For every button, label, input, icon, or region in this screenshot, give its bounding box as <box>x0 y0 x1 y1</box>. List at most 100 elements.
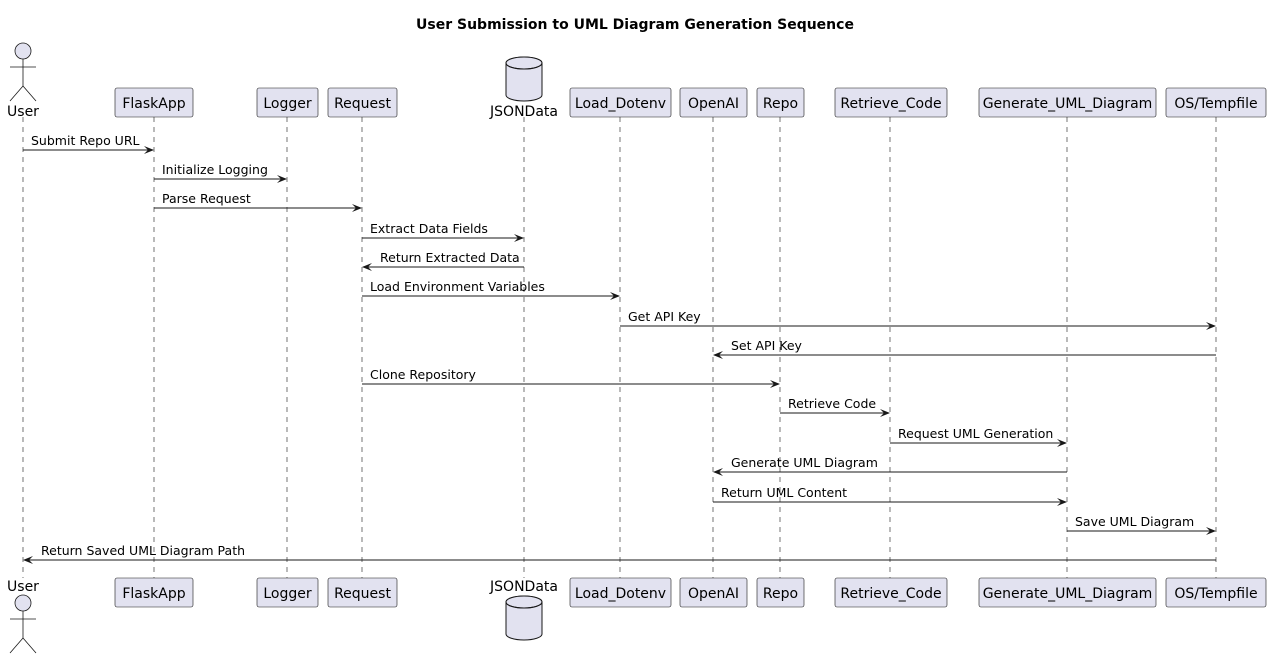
participant-box <box>834 87 948 118</box>
participant-logger-top: Logger <box>256 87 319 118</box>
message-label: Load Environment Variables <box>370 279 545 294</box>
message-label: Return Saved UML Diagram Path <box>41 543 245 558</box>
participant-box <box>679 577 748 608</box>
arrowhead <box>770 380 780 388</box>
message-label: Save UML Diagram <box>1075 514 1194 529</box>
participant-box <box>569 87 672 118</box>
message-11: Request UML Generation <box>890 426 1067 447</box>
participant-label: Load_Dotenv <box>575 96 666 112</box>
participant-label: Logger <box>263 96 312 112</box>
actor-icon <box>9 594 37 654</box>
participant-generate_uml-bottom: Generate_UML_Diagram <box>978 577 1157 608</box>
arrowhead <box>610 292 620 300</box>
message-10: Retrieve Code <box>780 396 890 417</box>
arrowhead <box>514 234 524 242</box>
message-14: Save UML Diagram <box>1067 514 1216 535</box>
arrowhead <box>277 175 287 183</box>
database-icon <box>505 595 543 641</box>
participant-flaskapp-bottom: FlaskApp <box>114 577 194 608</box>
message-label: Generate UML Diagram <box>731 455 878 470</box>
message-5: Return Extracted Data <box>362 250 524 271</box>
participant-label: OpenAI <box>688 586 739 602</box>
arrowhead <box>713 351 723 359</box>
arrowhead <box>352 204 362 212</box>
arrowhead <box>144 146 154 154</box>
participant-label: Request <box>334 586 391 602</box>
participant-label: User <box>7 579 39 595</box>
participant-request-bottom: Request <box>327 577 398 608</box>
participant-label: Logger <box>263 586 312 602</box>
participant-retrieve_code-bottom: Retrieve_Code <box>834 577 948 608</box>
participant-repo-bottom: Repo <box>756 577 805 608</box>
participant-user-top: User <box>7 42 39 120</box>
participants: UserUserFlaskAppFlaskAppLoggerLoggerRequ… <box>7 42 1267 654</box>
message-8: Set API Key <box>713 338 1216 359</box>
participant-box <box>1165 577 1267 608</box>
participant-box <box>327 87 398 118</box>
participant-jsondata-top: JSONData <box>489 56 558 120</box>
message-6: Load Environment Variables <box>362 279 620 300</box>
participant-box <box>679 87 748 118</box>
participant-label: OS/Tempfile <box>1174 586 1257 602</box>
participant-label: Request <box>334 96 391 112</box>
diagram-title: User Submission to UML Diagram Generatio… <box>416 17 854 33</box>
participant-load_dotenv-top: Load_Dotenv <box>569 87 672 118</box>
message-4: Extract Data Fields <box>362 221 524 242</box>
participant-box <box>256 577 319 608</box>
participant-label: Repo <box>763 96 798 112</box>
message-label: Submit Repo URL <box>31 133 140 148</box>
participant-box <box>1165 87 1267 118</box>
database-icon <box>505 56 543 102</box>
participant-box <box>756 577 805 608</box>
message-label: Clone Repository <box>370 367 477 382</box>
message-3: Parse Request <box>154 191 362 212</box>
message-label: Return UML Content <box>721 485 847 500</box>
participant-box <box>114 87 194 118</box>
participant-label: Generate_UML_Diagram <box>983 96 1153 112</box>
arrowhead <box>23 556 33 564</box>
message-9: Clone Repository <box>362 367 780 388</box>
participant-label: Retrieve_Code <box>840 586 941 602</box>
message-13: Return UML Content <box>713 485 1067 506</box>
participant-box <box>569 577 672 608</box>
message-label: Get API Key <box>628 309 701 324</box>
message-1: Submit Repo URL <box>23 133 154 154</box>
participant-flaskapp-top: FlaskApp <box>114 87 194 118</box>
arrowhead <box>880 409 890 417</box>
participant-box <box>756 87 805 118</box>
arrowhead <box>1206 322 1216 330</box>
message-12: Generate UML Diagram <box>713 455 1067 476</box>
message-label: Initialize Logging <box>162 162 268 177</box>
message-label: Return Extracted Data <box>380 250 520 265</box>
message-15: Return Saved UML Diagram Path <box>23 543 1216 564</box>
arrowhead <box>713 468 723 476</box>
participant-label: FlaskApp <box>122 96 185 112</box>
participant-label: JSONData <box>489 579 558 595</box>
participant-label: Repo <box>763 586 798 602</box>
participant-user-bottom: User <box>7 579 39 654</box>
participant-logger-bottom: Logger <box>256 577 319 608</box>
message-2: Initialize Logging <box>154 162 287 183</box>
lifelines <box>22 117 1217 578</box>
message-7: Get API Key <box>620 309 1216 330</box>
participant-os_tempfile-top: OS/Tempfile <box>1165 87 1267 118</box>
participant-repo-top: Repo <box>756 87 805 118</box>
participant-box <box>327 577 398 608</box>
participant-jsondata-bottom: JSONData <box>489 579 558 641</box>
message-label: Set API Key <box>731 338 803 353</box>
participant-label: JSONData <box>489 104 558 120</box>
participant-openai-bottom: OpenAI <box>679 577 748 608</box>
participant-box <box>834 577 948 608</box>
message-label: Retrieve Code <box>788 396 876 411</box>
message-label: Request UML Generation <box>898 426 1053 441</box>
actor-icon <box>9 42 37 102</box>
arrowhead <box>362 263 372 271</box>
participant-load_dotenv-bottom: Load_Dotenv <box>569 577 672 608</box>
participant-generate_uml-top: Generate_UML_Diagram <box>978 87 1157 118</box>
participant-label: FlaskApp <box>122 586 185 602</box>
arrowhead <box>1057 498 1067 506</box>
participant-box <box>978 87 1157 118</box>
participant-label: OpenAI <box>688 96 739 112</box>
